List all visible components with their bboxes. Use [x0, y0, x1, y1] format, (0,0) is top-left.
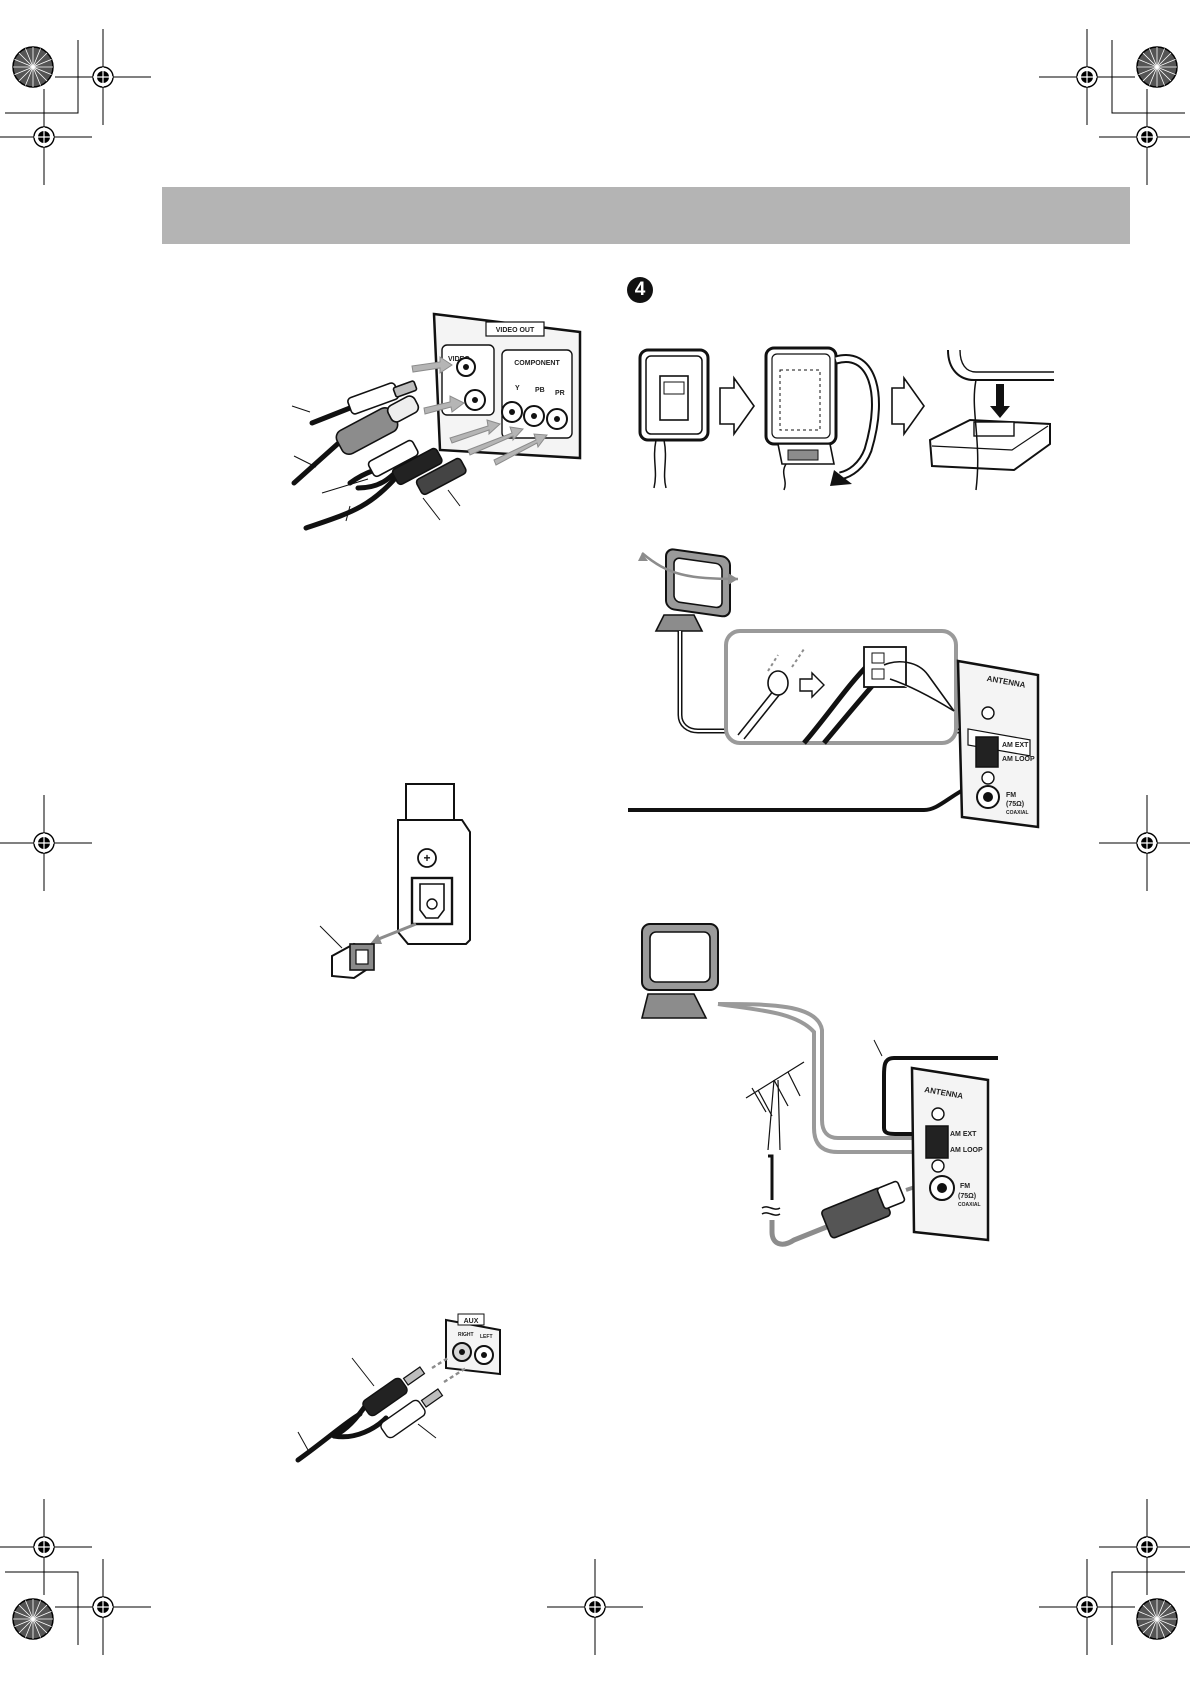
jack-pr-label: PR: [555, 390, 565, 397]
starburst-icon: [12, 46, 54, 88]
video-connection-figure: VIDEO OUT VIDEO COMPONENT Y PB PR: [291, 312, 582, 531]
aux-right-label: RIGHT: [458, 1332, 474, 1338]
loop-antenna-assembly-figure: [638, 346, 1054, 491]
section-header-band: [162, 187, 1130, 244]
coaxial-label: COAXIAL: [958, 1202, 981, 1208]
starburst-icon: [1136, 46, 1178, 88]
external-antenna-figure: ANTENNA AM EXT AM LOOP FM (75Ω) COAXIAL: [640, 923, 998, 1247]
aux-left-label: LEFT: [480, 1334, 493, 1340]
jack-y-label: Y: [515, 385, 520, 392]
video-out-label: VIDEO OUT: [496, 327, 535, 334]
starburst-icon: [1136, 1598, 1178, 1640]
jack-pb-label: PB: [535, 387, 545, 394]
am-loop-label: AM LOOP: [950, 1147, 983, 1154]
aux-connection-figure: AUX RIGHT LEFT: [295, 1313, 501, 1463]
step-number-badge: 4: [627, 277, 653, 303]
am-loop-label: AM LOOP: [1002, 756, 1035, 763]
video-jack-label: VIDEO: [448, 356, 470, 363]
fm-ohm-label: (75Ω): [1006, 801, 1024, 808]
aux-label: AUX: [464, 1318, 479, 1325]
fm-label: FM: [1006, 792, 1016, 799]
am-ext-label: AM EXT: [1002, 742, 1029, 749]
fm-ohm-label: (75Ω): [958, 1193, 976, 1200]
fm-label: FM: [960, 1183, 970, 1190]
starburst-icon: [12, 1598, 54, 1640]
optical-cap-figure: +: [319, 783, 471, 980]
am-ext-label: AM EXT: [950, 1131, 977, 1138]
am-fm-antenna-connection-figure: ANTENNA AM EXT AM LOOP FM (75Ω) COAXIAL: [628, 548, 1040, 829]
coaxial-label: COAXIAL: [1006, 810, 1029, 816]
plus-icon: +: [423, 851, 430, 865]
component-label: COMPONENT: [514, 360, 560, 367]
